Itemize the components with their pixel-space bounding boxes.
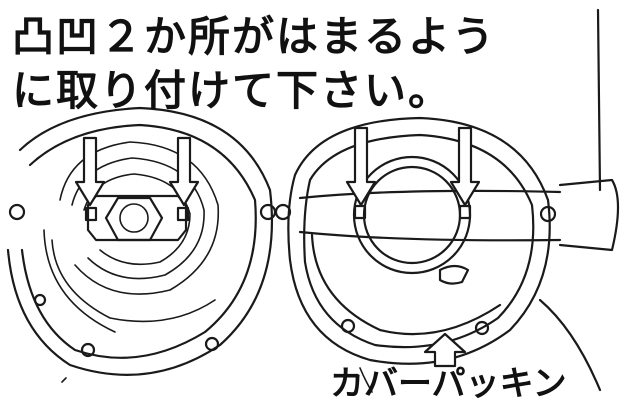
- up-arrow-icon: [423, 332, 467, 368]
- right-flange: [274, 116, 557, 365]
- right-opening: [352, 155, 472, 285]
- cover-packing-label: カバーパッキン: [330, 364, 567, 404]
- right-band: [298, 189, 562, 242]
- packing-pointer: [423, 332, 467, 368]
- instruction-line-2: に取り付けて下さい。: [12, 66, 453, 115]
- down-arrow-icon: [74, 136, 106, 207]
- instruction-line-1: 凸凹２か所がはまるよう: [12, 12, 497, 61]
- left-impeller-grooves: [43, 141, 220, 333]
- left-hub: [84, 194, 190, 242]
- left-flange: [6, 106, 277, 376]
- sketch-marks: [61, 367, 373, 393]
- notch-arrows: [74, 126, 481, 207]
- down-arrow-icon: [345, 126, 377, 207]
- down-arrow-icon: [449, 126, 481, 207]
- down-arrow-icon: [168, 136, 200, 207]
- housing-frame: [538, 8, 620, 392]
